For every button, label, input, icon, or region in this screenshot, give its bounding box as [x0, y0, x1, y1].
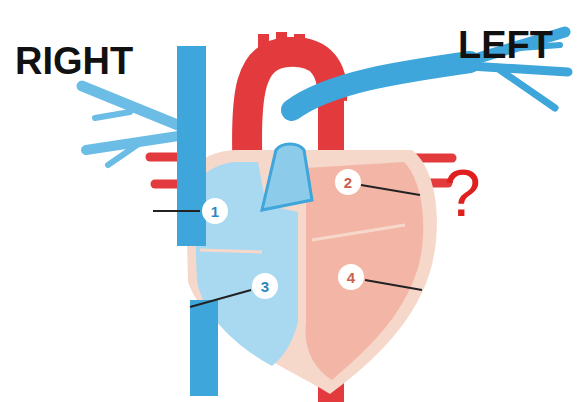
valve — [200, 250, 262, 252]
aorta-branch — [276, 32, 287, 54]
question-mark: ? — [444, 160, 481, 226]
leader-line — [190, 290, 251, 307]
superior-vena-cava — [177, 46, 206, 246]
leader-line — [361, 185, 420, 195]
pulmonary-branch — [108, 143, 140, 165]
pulmonary-trunk — [262, 144, 312, 210]
pulmonary-branch — [82, 86, 185, 128]
callout-circle: 2 — [335, 169, 361, 195]
callout-number: 4 — [347, 270, 355, 285]
callout-circle: 4 — [338, 264, 364, 290]
left-heart — [306, 162, 424, 380]
leader-line — [153, 210, 200, 212]
callout-number: 1 — [211, 204, 219, 219]
pulmonary-branch — [470, 66, 568, 72]
inferior-vena-cava — [190, 300, 218, 396]
aorta-branch — [294, 34, 305, 56]
side-label: LEFT — [458, 26, 553, 64]
callout-number: 3 — [261, 279, 269, 294]
pulmonary-branch — [500, 70, 555, 108]
pulmonary-branch — [95, 112, 130, 118]
callout-circle: 3 — [252, 273, 278, 299]
valve — [312, 225, 405, 240]
callout-number: 2 — [344, 175, 352, 190]
leader-line — [365, 280, 422, 290]
callout-circle: 1 — [202, 198, 228, 224]
side-label: RIGHT — [15, 42, 133, 80]
aorta-branch — [258, 34, 269, 56]
pulmonary-artery — [292, 62, 470, 110]
